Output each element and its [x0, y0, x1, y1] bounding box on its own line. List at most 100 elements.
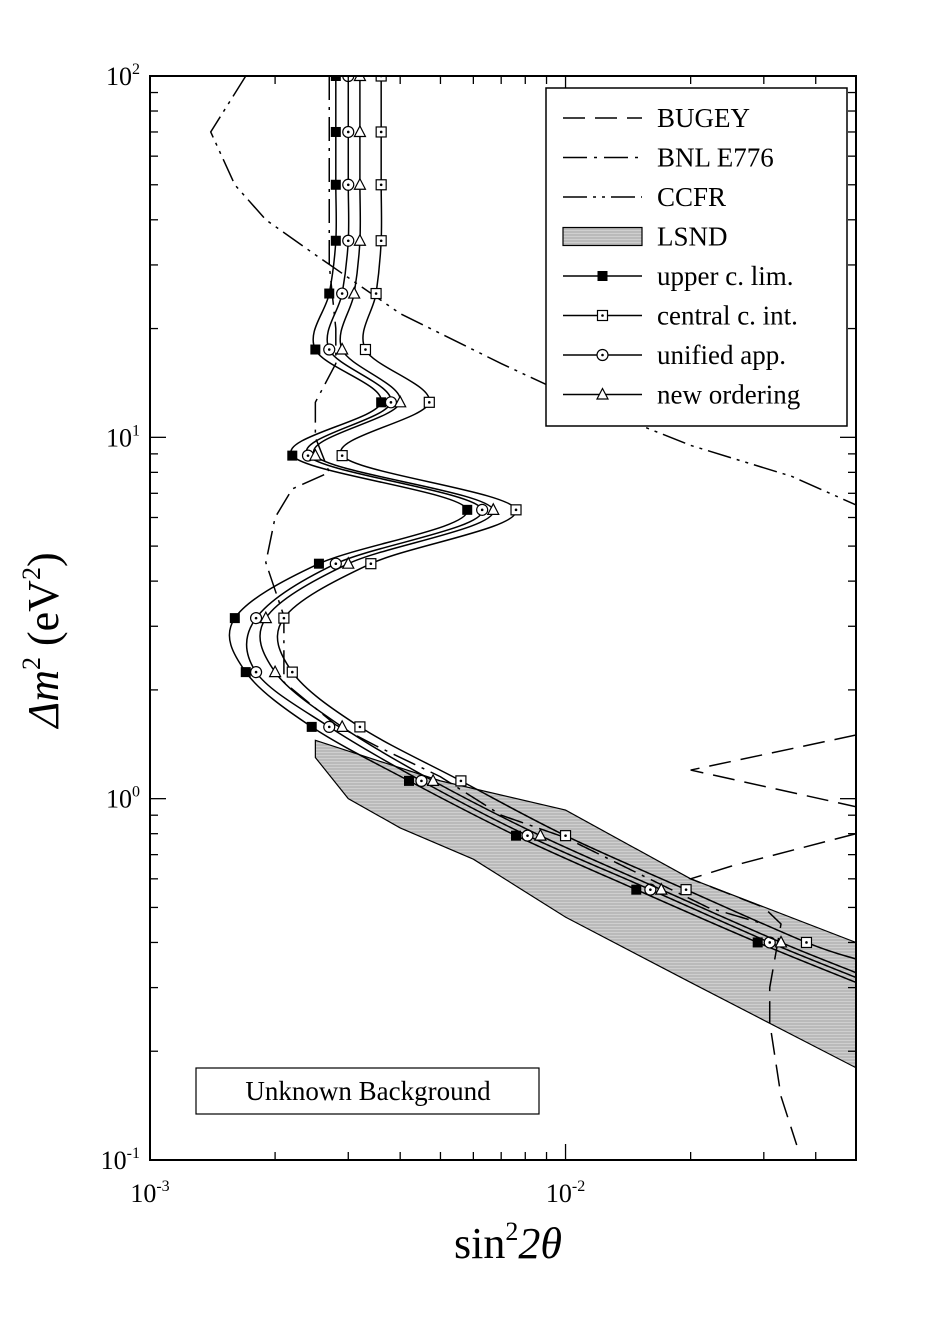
upper-c-lim-point-11 — [240, 667, 251, 678]
legend-marker-unified-app — [596, 348, 609, 362]
upper-c-lim-line — [228, 76, 856, 984]
new-ordering-point-1 — [353, 124, 367, 138]
legend-item-ccfr: CCFR — [563, 182, 726, 212]
unified-app-point-5 — [323, 343, 336, 356]
legend-swatch-lsnd — [562, 226, 643, 247]
y-axis-title: Δm2 (eV2) — [17, 552, 68, 729]
upper-c-lim-point-8 — [462, 504, 473, 515]
legend-box — [545, 87, 848, 427]
bnl-e776-curve — [265, 76, 765, 925]
new-ordering-point-0 — [353, 76, 367, 82]
unified-app-point-13 — [415, 774, 428, 787]
legend-item-upper-c-lim: upper c. lim. — [563, 261, 793, 291]
ccfr-curve — [209, 76, 856, 506]
y-tick-label-3: 102 — [106, 61, 140, 91]
new-ordering-point-14 — [533, 828, 547, 841]
central-c-int-point-9 — [365, 558, 377, 570]
y-tick-label-2: 101 — [106, 422, 140, 452]
upper-c-lim-point-5 — [310, 344, 321, 355]
x-tick-label-1: 10-2 — [546, 1178, 585, 1208]
central-c-int-point-6 — [423, 396, 435, 408]
legend-label-unified-app: unified app. — [657, 340, 786, 370]
unified-app-point-10 — [249, 612, 263, 625]
central-c-int-point-10 — [278, 612, 290, 624]
upper-c-lim-point-4 — [324, 288, 335, 299]
upper-c-lim-point-6 — [376, 397, 387, 408]
central-c-int-point-2 — [375, 179, 387, 191]
upper-c-lim-point-10 — [229, 613, 240, 624]
unified-app-point-3 — [342, 234, 355, 247]
legend-label-central-c-int: central c. int. — [657, 301, 798, 331]
central-c-int-point-16 — [800, 936, 813, 949]
new-ordering-line — [259, 76, 856, 974]
legend-label-lsnd: LSND — [657, 222, 728, 252]
bugey-curve — [690, 734, 856, 808]
x-axis-title-post: 2θ — [518, 1219, 562, 1268]
upper-c-lim-point-14 — [511, 830, 522, 841]
y-tick-label-1: 100 — [106, 784, 140, 814]
y-axis-title-sup2: 2 — [17, 567, 46, 580]
legend-label-new-ordering: new ordering — [657, 380, 800, 410]
x-axis-title-sup: 2 — [505, 1217, 518, 1246]
exclusion-curves-layer — [209, 76, 856, 1146]
plot-frame — [149, 75, 857, 1161]
x-axis-title-pre: sin — [454, 1219, 505, 1268]
upper-c-lim-point-15 — [631, 884, 642, 895]
unified-app-point-8 — [476, 503, 489, 516]
legend-marker-central-c-int — [596, 309, 609, 322]
new-ordering-point-12 — [335, 719, 349, 732]
legend-marker-new-ordering — [596, 387, 609, 400]
tick-labels-layer: 10-3 10-2 10-1 100 101 102 — [101, 61, 586, 1208]
x-axis-title: sin22θ — [454, 1217, 562, 1268]
bugey-curve-lower — [688, 832, 856, 1146]
upper-c-lim-point-2 — [330, 179, 341, 190]
lsnd-band — [314, 739, 856, 1069]
y-tick-label-0: 10-1 — [101, 1145, 140, 1175]
central-c-int-point-4 — [370, 287, 382, 300]
upper-c-lim-point-3 — [330, 235, 341, 246]
new-ordering-point-11 — [268, 664, 282, 678]
unified-app-point-2 — [342, 178, 355, 191]
ticks-layer — [149, 75, 857, 1161]
upper-c-lim-point-1 — [330, 126, 341, 137]
legend-marker-upper-c-lim — [597, 271, 608, 281]
unified-app-point-1 — [342, 125, 355, 139]
annotation-frame — [195, 1067, 540, 1115]
central-c-int-point-5 — [359, 343, 372, 356]
central-c-int-point-13 — [455, 775, 467, 787]
new-ordering-point-5 — [335, 342, 349, 355]
central-c-int-point-8 — [510, 504, 522, 516]
central-c-int-point-3 — [375, 235, 387, 247]
new-ordering-point-13 — [426, 773, 440, 786]
central-c-int-line — [276, 76, 856, 960]
new-ordering-point-15 — [654, 882, 668, 895]
legend-label-bugey: BUGEY — [657, 103, 750, 133]
central-c-int-point-12 — [354, 721, 366, 733]
upper-c-lim-point-12 — [306, 721, 317, 732]
unified-app-line — [245, 76, 856, 979]
legend-item-new-ordering: new ordering — [563, 380, 800, 410]
new-ordering-point-6 — [393, 395, 407, 408]
central-c-int-point-7 — [336, 450, 348, 462]
legend-item-lsnd: LSND — [562, 222, 728, 252]
x-tick-label-0: 10-3 — [130, 1178, 169, 1208]
annotation-box: Unknown Background — [195, 1067, 540, 1115]
y-axis-title-pre: Δm — [19, 670, 68, 730]
legend-item-unified-app: unified app. — [563, 340, 786, 370]
new-ordering-point-3 — [353, 233, 367, 246]
new-ordering-point-8 — [486, 502, 500, 515]
legend-item-central-c-int: central c. int. — [563, 301, 798, 331]
new-ordering-point-2 — [353, 177, 367, 190]
new-ordering-point-4 — [347, 286, 361, 299]
y-axis-title-sup: 2 — [17, 657, 46, 670]
unified-app-point-12 — [323, 720, 336, 733]
new-ordering-point-10 — [259, 610, 273, 624]
unified-app-point-4 — [336, 287, 349, 300]
lsnd-band-layer — [314, 739, 856, 1069]
central-c-int-point-1 — [375, 126, 387, 138]
new-ordering-point-9 — [341, 556, 355, 569]
upper-c-lim-point-16 — [752, 937, 763, 948]
upper-c-lim-point-13 — [403, 775, 414, 786]
